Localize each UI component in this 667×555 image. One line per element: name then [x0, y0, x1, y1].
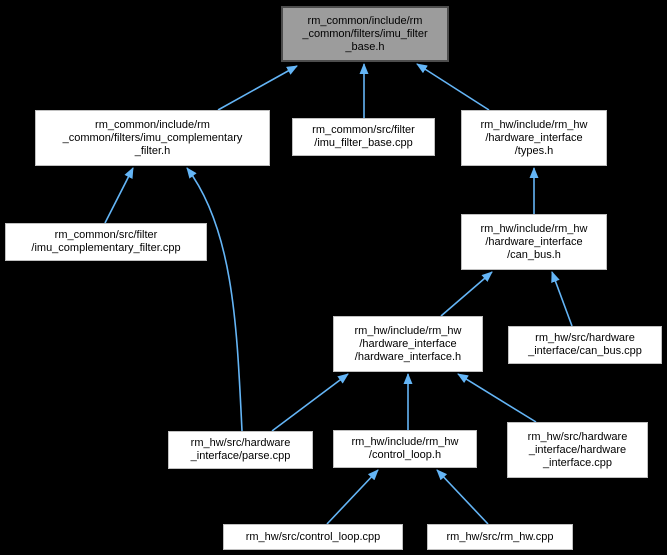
edge-parse-cpp--imu-complementary-filter-h [186, 167, 243, 432]
node-imu-complementary-filter-cpp[interactable]: rm_common/src/filter /imu_complementary_… [5, 223, 207, 261]
edge-rm-hw-cpp--control-loop-h [436, 469, 489, 525]
edge-parse-cpp--hardware-interface-h [271, 373, 349, 432]
edge-can-bus-cpp--can-bus-h [551, 271, 573, 327]
node-parse-cpp[interactable]: rm_hw/src/hardware _interface/parse.cpp [168, 431, 313, 469]
edge-types-h--imu-filter-base-h [416, 63, 490, 111]
node-imu-filter-base-cpp[interactable]: rm_common/src/filter /imu_filter_base.cp… [292, 118, 435, 156]
edge-imu-complementary-filter-cpp--imu-complementary-filter-h [104, 167, 134, 224]
node-hardware-interface-cpp[interactable]: rm_hw/src/hardware _interface/hardware _… [507, 422, 648, 478]
edge-imu-complementary-filter-h--imu-filter-base-h [217, 65, 298, 111]
edge-hardware-interface-h--can-bus-h [440, 271, 493, 317]
node-control-loop-cpp[interactable]: rm_hw/src/control_loop.cpp [223, 524, 403, 550]
node-control-loop-h[interactable]: rm_hw/include/rm_hw /control_loop.h [333, 430, 477, 468]
node-imu-complementary-filter-h[interactable]: rm_common/include/rm _common/filters/imu… [35, 110, 270, 166]
node-can-bus-cpp[interactable]: rm_hw/src/hardware _interface/can_bus.cp… [508, 326, 662, 364]
edge-hardware-interface-cpp--hardware-interface-h [457, 373, 537, 423]
edge-control-loop-cpp--control-loop-h [326, 469, 379, 525]
node-types-h[interactable]: rm_hw/include/rm_hw /hardware_interface … [461, 110, 607, 166]
node-can-bus-h[interactable]: rm_hw/include/rm_hw /hardware_interface … [461, 214, 607, 270]
node-rm-hw-cpp[interactable]: rm_hw/src/rm_hw.cpp [427, 524, 573, 550]
node-imu-filter-base-h: rm_common/include/rm _common/filters/imu… [281, 6, 449, 62]
node-hardware-interface-h[interactable]: rm_hw/include/rm_hw /hardware_interface … [333, 316, 483, 372]
